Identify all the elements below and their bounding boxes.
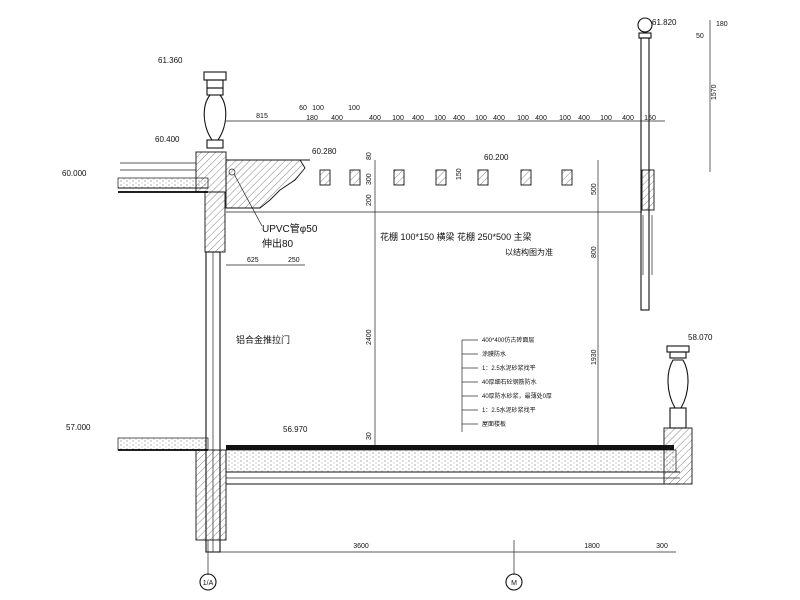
layer-label: 1：2.5水泥砂浆找平	[482, 364, 536, 372]
baluster	[203, 94, 227, 141]
layer-label: 400*400仿古砖面层	[482, 336, 534, 344]
top-dim-label: 400	[331, 115, 343, 122]
pipe-label: UPVC管φ50	[262, 222, 318, 235]
elevation-lower-floor: 57.000	[66, 423, 91, 432]
dim-1570: 1570	[711, 84, 718, 100]
dim-3600: 3600	[353, 543, 369, 550]
trellis-beam-section	[520, 169, 532, 186]
top-dim-label: 100	[475, 115, 487, 122]
dim-150: 150	[456, 168, 463, 180]
elevation-terrace: 56.970	[283, 425, 308, 434]
layer-label: 40厚防水砂浆，最薄处0厚	[482, 392, 552, 400]
layer-label: 屋面楼板	[482, 420, 506, 428]
gutter-slab	[225, 159, 310, 227]
dim-2400: 2400	[366, 329, 373, 345]
right-column	[637, 17, 655, 311]
dim-800: 800	[591, 246, 598, 258]
right-parapet	[663, 427, 693, 485]
top-dim-label: 400	[493, 115, 505, 122]
left-floor-slab	[117, 177, 209, 189]
top-dim-label: 100	[348, 105, 360, 112]
column-ball-top	[637, 17, 653, 33]
top-dim-label: 180	[306, 115, 318, 122]
dimension-lines	[206, 20, 711, 575]
layer-label: 涂膜防水	[482, 350, 506, 358]
trellis-beam-section	[561, 169, 573, 186]
trellis-beam-section	[435, 169, 447, 186]
top-dim-label: 400	[622, 115, 634, 122]
elevation-right-post: 58.070	[688, 333, 713, 342]
top-dim-label: 400	[535, 115, 547, 122]
elevation-left-floor: 60.000	[62, 169, 87, 178]
elevation-parapet: 60.400	[155, 135, 180, 144]
elevation-left-post: 61.360	[158, 56, 183, 65]
elevation-top-post: 61.820	[652, 18, 677, 27]
dim-30: 30	[366, 432, 373, 440]
dim-50: 50	[696, 33, 704, 40]
terrace-screed	[225, 449, 677, 473]
mid-dimensions: 80 300 200 150 2400 30 625 250	[247, 152, 463, 440]
trellis-beam-section	[319, 169, 331, 186]
top-dim-label: 100	[312, 105, 324, 112]
right-dimensions: 180 50 1570 500 800 1930	[591, 21, 728, 365]
dim-300: 300	[656, 543, 668, 550]
dim-300: 300	[366, 173, 373, 185]
structure-note: 以结构图为准	[505, 247, 553, 257]
top-dim-label: 100	[434, 115, 446, 122]
dim-80: 80	[366, 152, 373, 160]
top-dim-label: 400	[369, 115, 381, 122]
trellis-beam-section	[393, 169, 405, 186]
trellis-label: 花棚 100*150 横梁 花棚 250*500 主梁	[380, 231, 532, 242]
dim-180: 180	[716, 21, 728, 28]
axis-bubble-left	[199, 573, 217, 591]
top-dim-label: 100	[392, 115, 404, 122]
axis-label-left: 1/A	[203, 580, 214, 587]
right-baluster	[666, 345, 690, 429]
left-balustrade	[203, 71, 227, 149]
pipe-extend-label: 伸出80	[262, 237, 294, 250]
top-dim-label: 60	[299, 105, 307, 112]
dim-250: 250	[288, 257, 300, 264]
terrace-slab	[117, 427, 693, 541]
elevation-slab-top: 60.280	[312, 147, 337, 156]
axis-markers: 1/A M	[199, 573, 523, 591]
trellis-beams	[226, 169, 642, 213]
annotations: UPVC管φ50 伸出80 花棚 100*150 横梁 花棚 250*500 主…	[236, 222, 553, 345]
axis-bubble-right	[505, 573, 523, 591]
top-dimensions: 815 60 100 180 400 100 400 100 400 100 400 100 400 10…	[256, 105, 656, 122]
waterproof-layer	[226, 445, 674, 450]
top-dim-label: 400	[578, 115, 590, 122]
layer-label: 1：2.5水泥砂浆找平	[482, 406, 536, 414]
top-dim-label: 100	[600, 115, 612, 122]
bottom-dimensions: 3600 1800 300	[353, 543, 668, 550]
column-hatch	[641, 169, 655, 211]
dim-500: 500	[591, 183, 598, 195]
dim-200: 200	[366, 194, 373, 206]
top-dim-label: 100	[517, 115, 529, 122]
trellis-beam-section	[477, 169, 489, 186]
top-dim-label: 400	[453, 115, 465, 122]
top-dim-label: 815	[256, 113, 268, 120]
top-dim-label: 400	[412, 115, 424, 122]
dim-1930: 1930	[591, 349, 598, 365]
dim-1800: 1800	[584, 543, 600, 550]
top-dim-label: 100	[559, 115, 571, 122]
drain-pipe-icon	[228, 168, 236, 176]
elevation-trellis-top: 60.200	[484, 153, 509, 162]
left-wall	[204, 191, 226, 253]
top-dim-label: 150	[644, 115, 656, 122]
axis-label-right: M	[511, 580, 517, 587]
layer-label: 40厚细石砼钢筋防水	[482, 378, 537, 386]
elevation-labels: 61.820 61.360 60.400 60.280 60.000 60.20…	[62, 18, 713, 434]
trellis-beam-section	[349, 169, 361, 186]
dim-625: 625	[247, 257, 259, 264]
door-label: 铝合金推拉门	[236, 334, 290, 345]
